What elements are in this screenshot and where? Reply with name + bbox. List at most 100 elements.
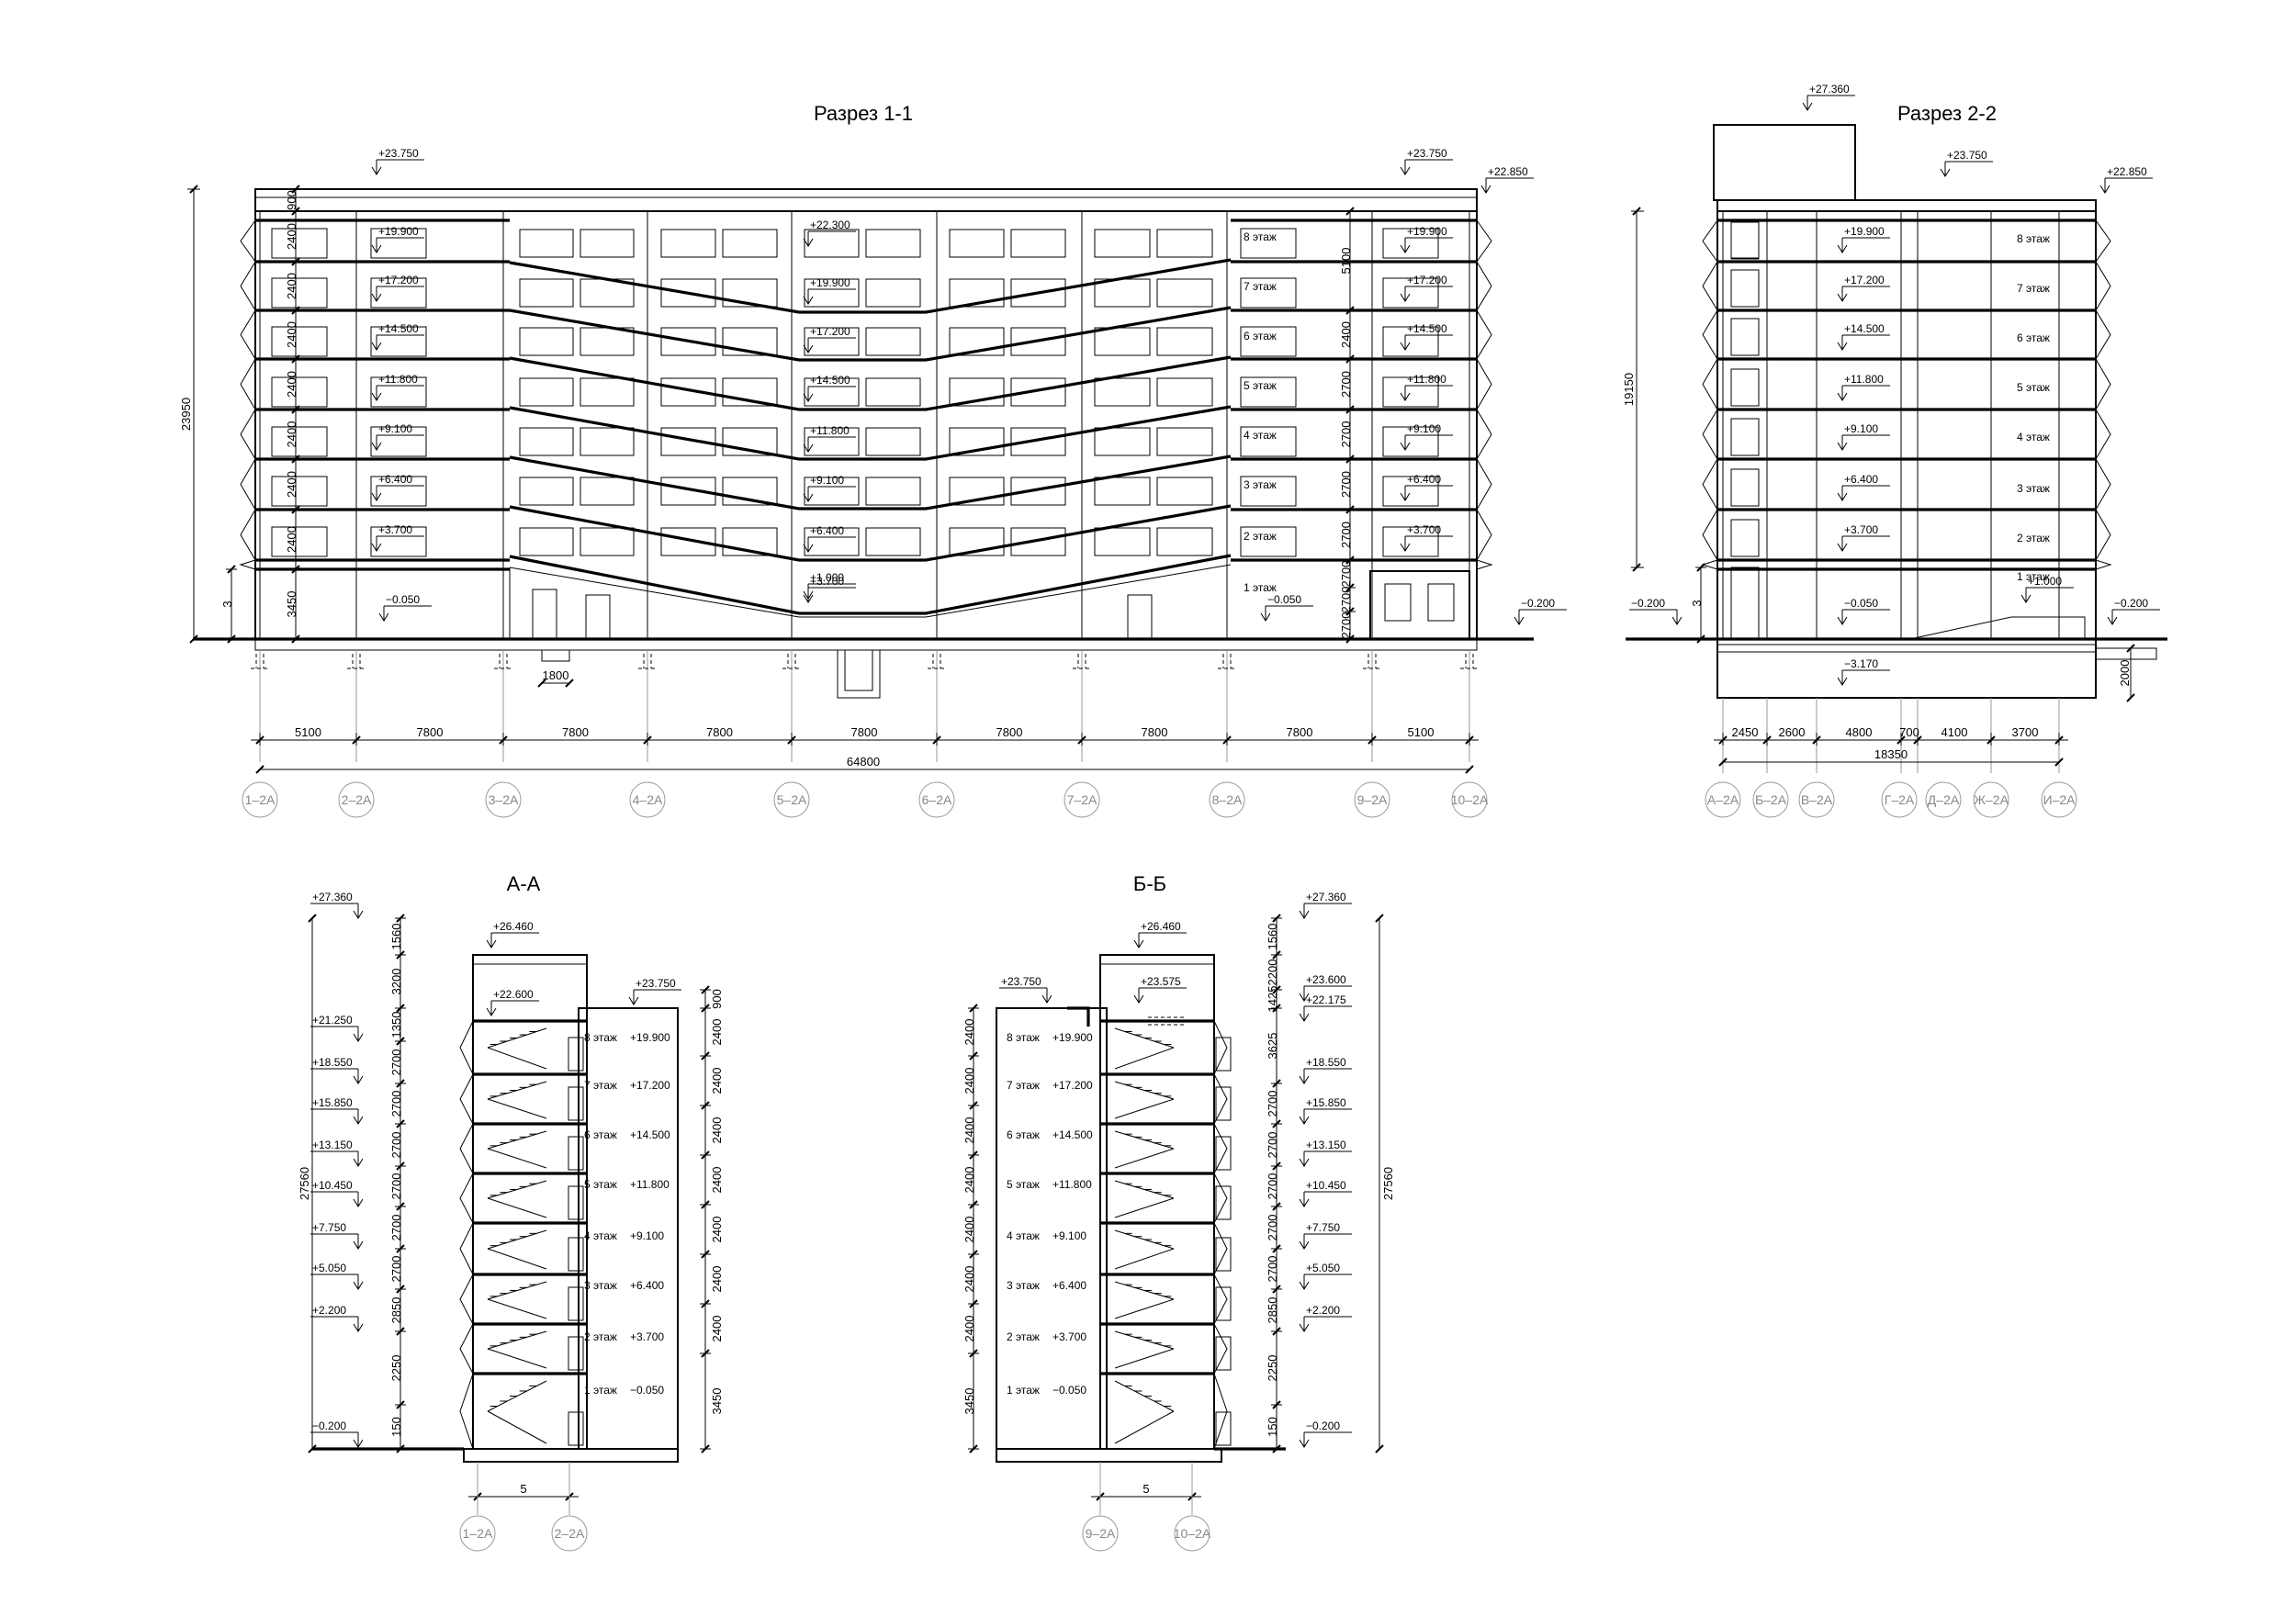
dim-label: 2700	[1339, 612, 1353, 639]
window	[804, 427, 860, 456]
level-label: +23.750	[378, 147, 419, 160]
dim-label: 2400	[710, 1316, 724, 1342]
roof-parapet	[1716, 199, 2097, 212]
foundation	[996, 1448, 1222, 1463]
window	[1156, 427, 1213, 456]
window	[1010, 229, 1066, 258]
facade-fin	[2095, 219, 2111, 263]
ramp	[1909, 616, 2086, 640]
level-mark: +26.460	[486, 920, 539, 948]
level-label: −0.050	[1844, 597, 1878, 610]
floor-label: 7 этаж	[584, 1079, 617, 1092]
window	[1240, 476, 1297, 507]
facade-fin	[459, 1020, 474, 1075]
dim-label: 900	[285, 190, 298, 210]
floor-label: 5 этаж	[1244, 379, 1277, 392]
window	[519, 427, 574, 456]
window	[722, 229, 778, 258]
level-mark: −0.050	[378, 593, 432, 622]
floor-label: 3 этаж	[1244, 478, 1277, 491]
stair-flight	[487, 1248, 547, 1270]
level-mark: +11.800	[803, 424, 856, 453]
axis-label: А–2А	[1707, 792, 1739, 807]
window	[1156, 278, 1213, 308]
dim-label: 2700	[1339, 471, 1353, 498]
level-mark: +3.700	[803, 575, 856, 603]
axis-bubble: И–2А	[2041, 781, 2077, 818]
facade-fin	[1702, 219, 1718, 263]
level-label: +19.900	[810, 276, 850, 289]
dim-label: 2700	[389, 1049, 403, 1076]
level-label: +22.600	[493, 988, 534, 1001]
level-mark: +17.200	[803, 325, 856, 354]
axis-label: В–2А	[1801, 792, 1833, 807]
facade-fin	[1213, 1373, 1228, 1450]
facade-fin	[240, 458, 256, 511]
level-label: +13.150	[1306, 1139, 1346, 1151]
facade-fin	[2095, 458, 2111, 511]
door	[1215, 1411, 1232, 1446]
ramp-lines	[509, 258, 1232, 618]
floor-label: 6 этаж	[584, 1128, 617, 1141]
level-mark: +3.700	[371, 523, 424, 552]
door	[1730, 519, 1760, 557]
level-label: +17.200	[1844, 274, 1885, 286]
level-label: +1.000	[2028, 575, 2062, 588]
floor-label: 7 этаж	[1244, 280, 1277, 293]
facade-fin	[2095, 509, 2111, 561]
level-mark: +14.500	[1400, 322, 1453, 351]
level-label: −3.170	[1844, 657, 1878, 670]
window	[1156, 377, 1213, 407]
facade-fin	[1476, 309, 1492, 360]
foundation	[463, 1448, 679, 1463]
window	[660, 327, 716, 356]
window	[1240, 426, 1297, 457]
window	[865, 377, 921, 407]
dim-label: 2400	[962, 1217, 976, 1243]
dim-label: 2250	[389, 1355, 403, 1382]
level-label: +26.460	[493, 920, 534, 933]
dim-label: 2400	[285, 421, 298, 448]
level-label: +1.000	[810, 571, 844, 584]
axis-bubble: 2–2А	[551, 1515, 588, 1552]
facade-fin	[1702, 261, 1718, 311]
floor-label: 4 этаж	[1007, 1229, 1040, 1242]
facade-fin	[1702, 358, 1718, 410]
level-label: +22.300	[810, 219, 850, 231]
level-label: +17.200	[378, 274, 419, 286]
axis-bubble: 2–2А	[338, 781, 375, 818]
stair-flight	[1114, 1047, 1175, 1070]
window	[949, 477, 1005, 506]
facade-fin	[459, 1274, 474, 1325]
window	[865, 327, 921, 356]
facade-fin	[1476, 559, 1493, 570]
floor-level: −0.050	[1052, 1384, 1086, 1397]
window	[1240, 526, 1297, 557]
dim-label: 2700	[1339, 561, 1353, 588]
floor-level: +14.500	[1052, 1128, 1093, 1141]
axis-label: И–2А	[2043, 792, 2077, 807]
facade-fin	[240, 219, 256, 263]
level-label: −0.200	[1631, 597, 1665, 610]
axis-label: Ж–2А	[1974, 792, 2009, 807]
facade-fin	[459, 1123, 474, 1174]
dim-label: 3200	[389, 969, 403, 995]
window	[1010, 427, 1066, 456]
axis-bubble: 9–2А	[1354, 781, 1390, 818]
level-label: +19.900	[1844, 225, 1885, 238]
level-label: +17.200	[1407, 274, 1447, 286]
dim-label: 7800	[1287, 725, 1313, 739]
door	[568, 1411, 584, 1446]
axis-label: 1–2А	[245, 792, 276, 807]
floor-label: 3 этаж	[584, 1279, 617, 1292]
window	[722, 427, 778, 456]
facade-fin	[1702, 458, 1718, 511]
dim-label: 2400	[710, 1266, 724, 1293]
level-mark: −0.200	[310, 1420, 364, 1448]
level-mark: +7.750	[310, 1221, 364, 1250]
window	[660, 527, 716, 556]
axis-bubble: Г–2А	[1881, 781, 1918, 818]
